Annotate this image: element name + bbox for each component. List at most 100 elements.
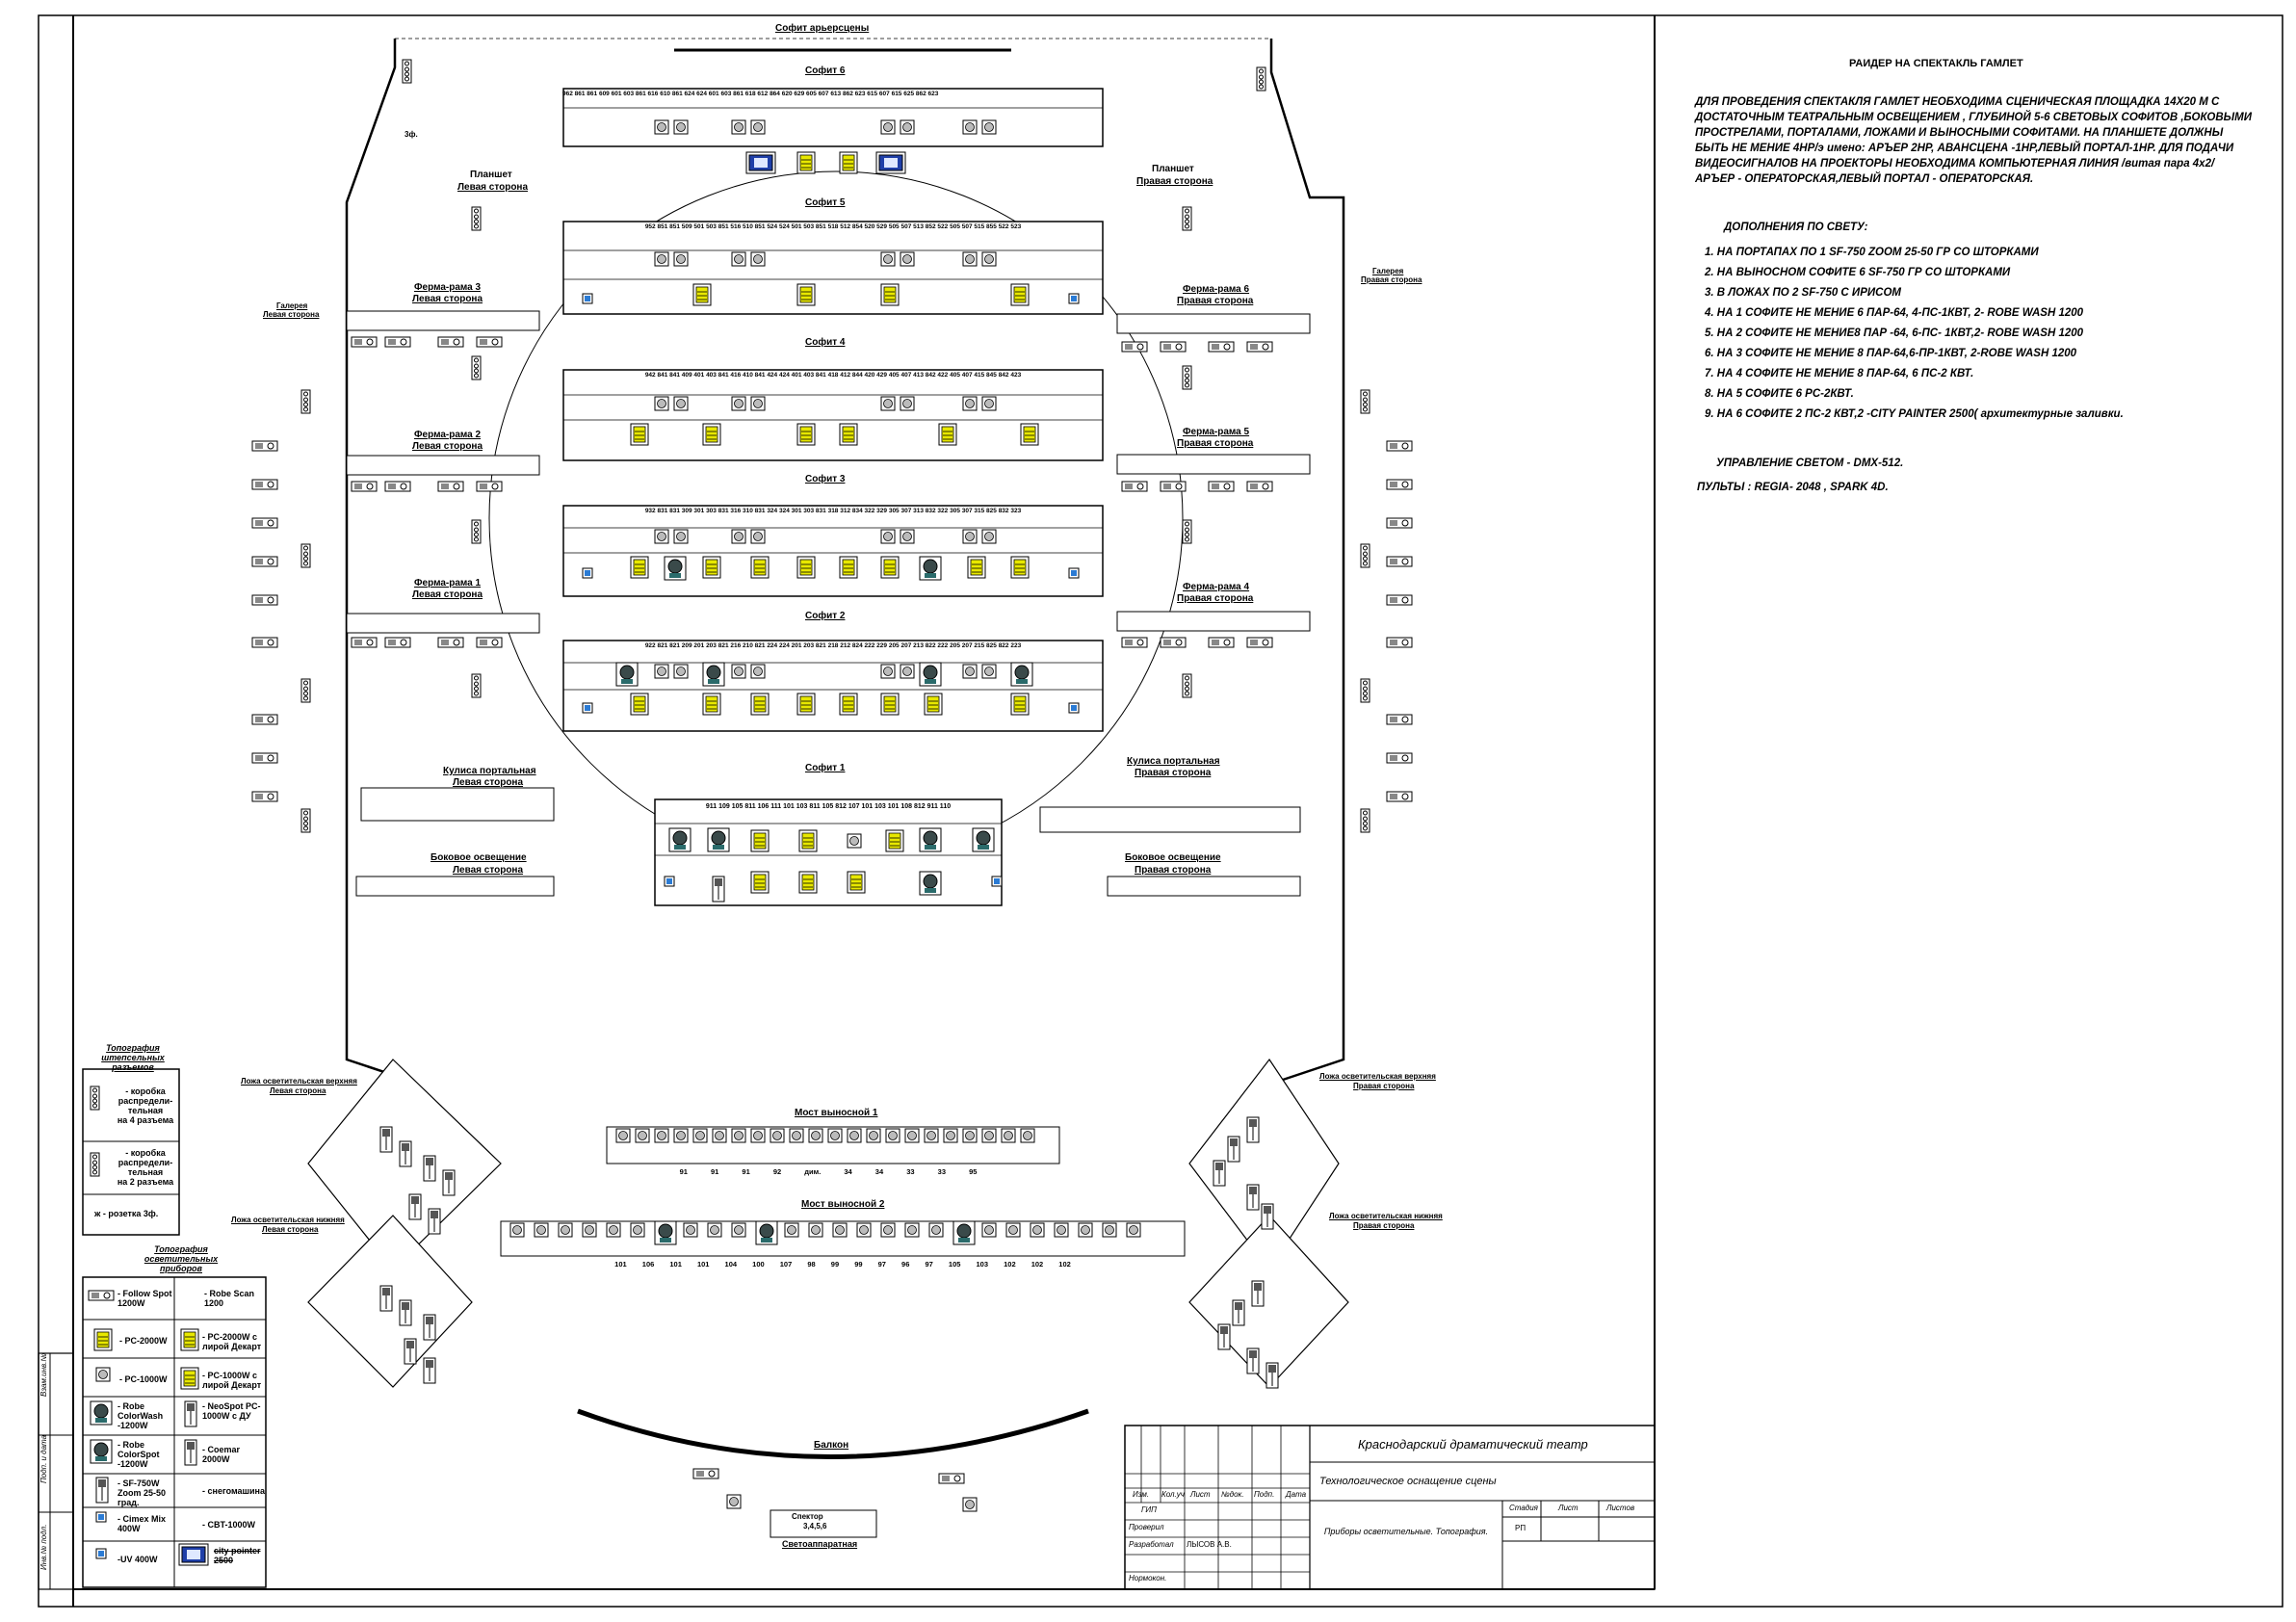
label-gallery-right: Галерея — [1372, 267, 1404, 275]
sofit-1-numbers: 911 109 105 811 106 111 101 103 811 105 … — [705, 803, 952, 810]
label-kulisa-left: Кулиса портальная — [443, 766, 536, 776]
label-side-light-right: Боковое освещение — [1125, 852, 1221, 863]
rider-addition-item: 9. НА 6 СОФИТЕ 2 ПС-2 КВТ,2 -CITY PAINTE… — [1705, 408, 2124, 420]
legend-dev-cimex: - Cimex Mix 400W — [117, 1514, 167, 1533]
label-sofit-2: Софит 2 — [805, 611, 846, 621]
legend-box4-line: распредели- — [117, 1096, 173, 1106]
label-ferma-2-left-side: Левая сторона — [412, 441, 483, 452]
rider-control: УПРАВЛЕНИЕ СВЕТОМ - DMX-512. — [1716, 458, 1904, 469]
label-svetoapp-box: Спектор — [792, 1512, 823, 1521]
label-side-light-right-side: Правая сторона — [1135, 865, 1212, 876]
sidebar-label: Подп. и дата — [39, 1434, 48, 1483]
label-gallery-left: Галерея — [276, 301, 308, 310]
tb-list: Лист — [1558, 1504, 1578, 1512]
rider-additions-list: 1. НА ПОРТАПАХ ПО 1 SF-750 ZOOM 25-50 ГР… — [1705, 247, 2263, 429]
sofit-6-numbers: 962 861 861 609 601 603 861 616 610 861 … — [562, 91, 939, 97]
sofit-4-numbers: 942 841 841 409 401 403 841 416 410 841 … — [644, 372, 1022, 379]
label-gallery-right-side: Правая сторона — [1361, 275, 1422, 284]
rider-addition-item: 1. НА ПОРТАПАХ ПО 1 SF-750 ZOOM 25-50 ГР… — [1705, 247, 2039, 258]
legend-connectors-title-3: разъемов — [112, 1062, 154, 1072]
label-sofit-4: Софит 4 — [805, 337, 846, 348]
rider-addition-item: 5. НА 2 СОФИТЕ НЕ МЕНИЕ8 ПАР -64, 6-ПС- … — [1705, 327, 2084, 339]
title-block-theatre: Краснодарский драматический театр — [1358, 1437, 1588, 1452]
label-3f: 3ф. — [404, 130, 418, 139]
legend-dev-robe-scan: - Robe Scan 1200 — [204, 1289, 255, 1308]
tb-norm: Нормокон. — [1129, 1574, 1167, 1583]
label-ferma-6-right: Ферма-рама 6 — [1183, 284, 1250, 295]
label-loge-top-left: Ложа осветительская верхняя — [241, 1077, 357, 1086]
legend-box-2: - коробка распредели- тельная на 2 разъе… — [114, 1148, 177, 1187]
label-most-2: Мост выносной 2 — [801, 1199, 885, 1210]
legend-box2-line: тельная — [127, 1167, 164, 1177]
legend-devices-title-3: приборов — [160, 1264, 202, 1273]
label-ferma-4-right: Ферма-рама 4 — [1183, 582, 1250, 592]
label-sofit-1: Софит 1 — [805, 763, 846, 773]
rider-title: РАИДЕР НА СПЕКТАКЛЬ ГАМЛЕТ — [1849, 58, 2023, 69]
legend-devices-title-2: осветительных — [144, 1254, 219, 1264]
legend-dev-pc2000: - PC-2000W — [119, 1336, 168, 1346]
title-block-project: Технологическое оснащение сцены — [1319, 1476, 1497, 1487]
rider-consoles: ПУЛЬТЫ : REGIA- 2048 , SPARK 4D. — [1697, 482, 1889, 493]
legend-box4-line: на 4 разъема — [117, 1115, 174, 1125]
tb-h-podp: Подп. — [1254, 1490, 1275, 1499]
legend-socket: ж - розетка 3ф. — [94, 1209, 158, 1218]
label-loge-top-left-side: Левая сторона — [270, 1086, 326, 1095]
legend-dev-colorspot: - Robe ColorSpot -1200W — [117, 1440, 160, 1469]
label-svetoapp-nums: 3,4,5,6 — [803, 1522, 827, 1530]
legend-dev-coemar: - Coemar 2000W — [202, 1445, 241, 1464]
tb-developer: Разработал — [1129, 1540, 1174, 1549]
socket-icon: ж — [94, 1209, 103, 1218]
title-block-sheet: Приборы осветительные. Топография. — [1323, 1527, 1489, 1536]
legend-dev-sf750: - SF-750W Zoom 25-50 град. — [117, 1478, 167, 1507]
legend-devices-title: Топография осветительных приборов — [135, 1244, 227, 1273]
tb-rp: РП — [1515, 1524, 1526, 1532]
sofit-2-numbers: 922 821 821 209 201 203 821 216 210 821 … — [644, 642, 1022, 649]
sidebar-label: Взам.инв.№ — [39, 1352, 48, 1397]
rider-addition-item: 7. НА 4 СОФИТЕ НЕ МЕНИЕ 8 ПАР-64, 6 ПС-2… — [1705, 368, 1974, 379]
rider-addition-item: 2. НА ВЫНОСНОМ СОФИТЕ 6 SF-750 ГР СО ШТО… — [1705, 267, 2011, 278]
most-2-numbers: 101 106 101 101 104 100 107 98 99 99 97 … — [614, 1260, 1071, 1269]
legend-connectors-title-1: Топография — [106, 1043, 160, 1053]
label-planshet-left: Планшет — [470, 170, 512, 180]
label-ferma-3-left: Ферма-рама 3 — [414, 282, 482, 293]
tb-h-izm: Изм. — [1133, 1490, 1150, 1499]
tb-h-kol: Кол.уч — [1161, 1490, 1185, 1499]
label-ferma-1-left: Ферма-рама 1 — [414, 578, 482, 589]
label-ferma-1-left-side: Левая сторона — [412, 589, 483, 600]
rider-addition-item: 8. НА 5 СОФИТЕ 6 PC-2КВТ. — [1705, 388, 1854, 400]
legend-box2-line: распредели- — [117, 1158, 173, 1167]
tb-developer-name: ЛЫСОВ А.В. — [1187, 1540, 1232, 1549]
label-ferma-6-right-side: Правая сторона — [1177, 296, 1254, 306]
label-most-1: Мост выносной 1 — [795, 1108, 878, 1118]
tb-h-list: Лист — [1190, 1490, 1211, 1499]
sidebar-label: Инв.№ подл. — [39, 1524, 48, 1570]
label-gallery-left-side: Левая сторона — [263, 310, 320, 319]
label-sofit-arrier: Софит арьерсцены — [775, 23, 870, 34]
label-ferma-5-right-side: Правая сторона — [1177, 438, 1254, 449]
legend-connectors-title-2: штепсельных — [101, 1053, 165, 1062]
label-loge-bottom-right-side: Правая сторона — [1353, 1221, 1415, 1230]
legend-dev-pc2000-lyra: - PC-2000W с лирой Декарт — [202, 1332, 262, 1351]
label-balcony: Балкон — [814, 1440, 849, 1451]
rider-addition-item: 3. В ЛОЖАХ ПО 2 SF-750 С ИРИСОМ — [1705, 287, 1901, 299]
legend-dev-city-painter: city pointer 2500 — [214, 1546, 261, 1565]
tb-lists: Листов — [1606, 1504, 1635, 1512]
legend-box2-line: на 2 разъема — [117, 1177, 174, 1187]
label-sofit-5: Софит 5 — [805, 197, 846, 208]
legend-devices-title-1: Топография — [154, 1244, 208, 1254]
label-ferma-4-right-side: Правая сторона — [1177, 593, 1254, 604]
label-side-light-left: Боковое освещение — [430, 852, 527, 863]
legend-box4-line: - коробка — [125, 1086, 166, 1096]
label-kulisa-right: Кулиса портальная — [1127, 756, 1220, 767]
most-1-numbers: 91 91 91 92 дим. 34 34 33 33 95 — [679, 1167, 978, 1176]
label-loge-top-right: Ложа осветительская верхняя — [1319, 1072, 1436, 1081]
legend-dev-neospot: - NeoSpot PC-1000W с ДУ — [202, 1401, 261, 1421]
legend-dev-snow: - снегомашина — [202, 1486, 265, 1496]
label-ferma-2-left: Ферма-рама 2 — [414, 430, 482, 440]
label-sofit-3: Софит 3 — [805, 474, 846, 484]
sofit-5-numbers: 952 851 851 509 501 503 851 516 510 851 … — [644, 223, 1022, 230]
legend-box2-line: - коробка — [125, 1148, 166, 1158]
label-planshet-right: Планшет — [1152, 164, 1194, 174]
legend-box4-line: тельная — [127, 1106, 164, 1115]
